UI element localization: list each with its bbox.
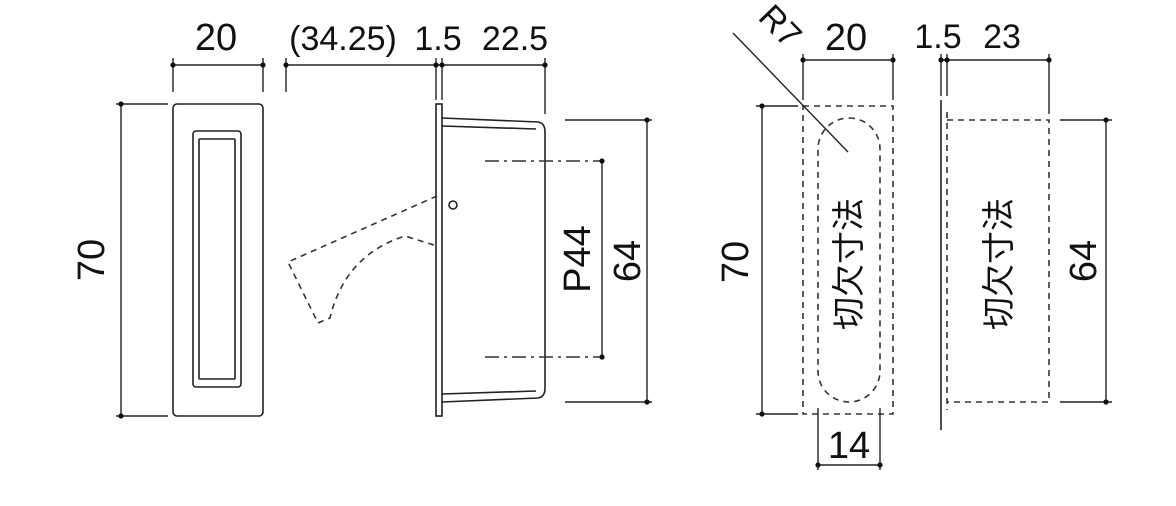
front-plate xyxy=(172,103,264,417)
cutout-height-label: 70 xyxy=(715,241,757,283)
front-view: 20 70 xyxy=(71,17,266,419)
side-depth-label: 22.5 xyxy=(482,20,548,58)
front-recess-outer xyxy=(192,130,242,388)
cutout-slot-width-label: 14 xyxy=(828,425,870,467)
cutout-side-view: 切欠寸法 1.5 23 64 xyxy=(914,18,1112,430)
front-height-label: 70 xyxy=(71,239,113,281)
side-body xyxy=(441,117,546,403)
cutout-radius-leader xyxy=(732,32,849,153)
side-height-label: 64 xyxy=(607,240,649,282)
cutout-front-label: 切欠寸法 xyxy=(829,198,868,330)
side-offset-label: (34.25) xyxy=(289,20,397,58)
cutout-side-depth-label: 23 xyxy=(983,18,1021,56)
cutout-side-label: 切欠寸法 xyxy=(979,198,1018,330)
side-pitch-label: P44 xyxy=(557,225,599,293)
cutout-side-pocket xyxy=(947,119,1050,403)
cutout-rectangle xyxy=(802,105,894,415)
cutout-radius-label: R7 xyxy=(751,0,809,55)
front-width-label: 20 xyxy=(195,17,237,59)
cutout-side-flange-label: 1.5 xyxy=(914,18,961,56)
side-pivot xyxy=(448,200,458,210)
side-view: P44 64 (34.25) 1.5 22.5 xyxy=(283,20,652,417)
front-recess-inner xyxy=(198,138,236,380)
cutout-width-label: 20 xyxy=(825,17,867,59)
side-flange-label: 1.5 xyxy=(414,20,461,58)
side-flange xyxy=(435,103,443,417)
side-lever-open xyxy=(286,195,438,325)
cutout-slot xyxy=(817,117,881,403)
cutout-front-view: 切欠寸法 R7 20 70 14 xyxy=(715,0,896,470)
cutout-side-height-label: 64 xyxy=(1063,240,1105,282)
